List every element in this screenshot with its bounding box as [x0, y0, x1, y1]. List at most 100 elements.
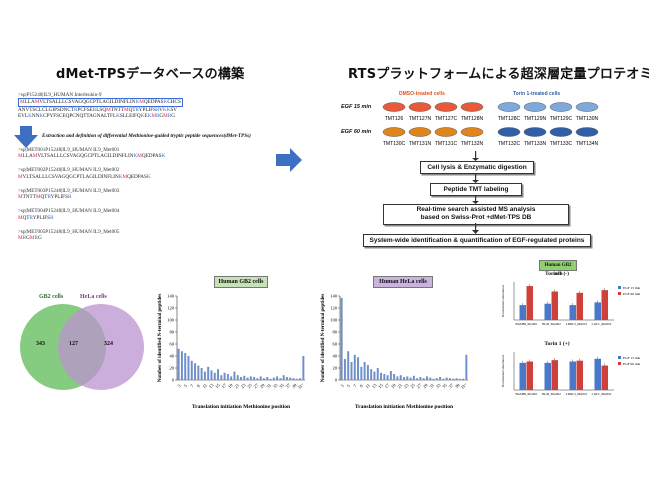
protein-header: >sp|P15248|IL9_HUMAN Interleukin-9 [18, 92, 102, 98]
histogram-bar [360, 366, 363, 380]
histogram-bar [386, 375, 389, 380]
category-label: LRRC3_Met001 [566, 322, 588, 326]
histogram-bar [376, 368, 379, 380]
legend-label: EGF 15 min [623, 286, 641, 290]
histogram-bar [370, 369, 373, 380]
x-tick-label: 31 [428, 383, 435, 390]
histogram-bar [380, 372, 383, 380]
y-tick-label: 40 [333, 354, 338, 359]
histogram-bar [366, 365, 369, 380]
x-tick-label: 19 [227, 382, 234, 389]
x-tick-label: 9 [196, 383, 202, 389]
culture-dish [408, 102, 432, 112]
culture-dish [523, 127, 547, 137]
histogram-bar [393, 374, 396, 380]
culture-dish [434, 127, 458, 137]
histogram-bar [289, 377, 292, 380]
x-tick-label: 23 [240, 382, 247, 389]
culture-dish [575, 102, 599, 112]
x-tick-label: 3 [177, 383, 183, 389]
grouped-bar [526, 361, 533, 390]
histogram-bar [259, 376, 262, 380]
protein-seq-2: ANVTSCLCLGIPSDNCTRPCFSERLSQMTNTTMQTRYPLI… [18, 106, 177, 113]
x-tick-label: 37 [285, 382, 292, 389]
histogram-bar [445, 377, 448, 380]
histogram-bar [383, 374, 386, 380]
chart-title-gb2: Human GB2 cells [214, 276, 268, 288]
x-tick-label: 15 [377, 382, 384, 389]
histogram-bar [223, 372, 226, 380]
met-entry-sequence: MTNTTMQTRYPLIFSR [18, 194, 72, 201]
x-tick-label: 35 [441, 382, 448, 389]
y-tick-label: 140 [167, 294, 175, 299]
grouped-bar [569, 361, 576, 390]
histogram-bar [266, 377, 269, 380]
right-arrow-icon [276, 148, 302, 172]
histogram-bar [343, 359, 346, 380]
x-axis-label: Translation initiation Methionine positi… [355, 404, 453, 410]
x-tick-label: 31 [265, 383, 272, 390]
histogram-bar [462, 378, 465, 380]
tmt-channel-label: TMT127C [435, 116, 458, 122]
grouped-bar [576, 360, 583, 390]
histogram-bar [246, 377, 249, 380]
met-entry-sequence: MRGMRG [18, 235, 42, 242]
x-tick-label: 33 [435, 382, 442, 389]
met-entry-header: >sp|MET005P15248|IL9_HUMAN IL9_Met005 [18, 228, 120, 235]
venn-count-overlap: 127 [69, 341, 78, 347]
histogram-bar [409, 377, 412, 380]
x-tick-label: 35 [278, 382, 285, 389]
tmt-channel-label: TMT132C [498, 141, 521, 147]
histogram-bar [269, 378, 272, 380]
flow-step-identification: System-wide identification & quantificat… [363, 234, 591, 247]
histogram-bar [180, 351, 183, 380]
x-tick-label: 29 [422, 382, 429, 389]
category-label: BAMBI_Met001 [516, 322, 538, 326]
histogram-bar [177, 348, 180, 380]
histogram-bar [285, 377, 288, 380]
grouped-bar [551, 360, 558, 390]
histogram-bar [357, 357, 360, 380]
histogram-bar [217, 369, 220, 380]
histogram-bar [292, 378, 295, 380]
met-entry-sequence: MQTRYPLIFSR [18, 214, 54, 221]
met-entry-sequence: MVLTSALLLCSVAGQGCPTLAGILDINFLINKMQEDPASK [18, 173, 151, 180]
dmso-label: DMSO-treated cells [399, 91, 445, 97]
met-entry-sequence: MLLAMVLTSALLLCSVAGQGCPTLAGILDINFLINKMQED… [18, 153, 166, 160]
y-tick-label: 20 [170, 366, 175, 371]
histogram-bar [272, 377, 275, 380]
culture-dish [549, 102, 573, 112]
histogram-bar [190, 360, 193, 380]
y-axis-label: Number of identified N-terminal peptides [158, 294, 163, 383]
tmt-channel-label: TMT133C [550, 141, 573, 147]
torin-plus-title: Torin 1 (+) [544, 341, 570, 347]
y-tick-label: 120 [167, 306, 175, 311]
y-tick-label: 0 [172, 378, 175, 383]
culture-dish [382, 102, 406, 112]
x-tick-label: 39 [454, 382, 461, 389]
legend-label: EGF 60 min [623, 292, 641, 296]
x-tick-label: 3 [340, 383, 346, 389]
culture-dish [549, 127, 573, 137]
category-label: CATC_Met002 [592, 322, 612, 326]
legend-swatch [618, 356, 621, 359]
histogram-bar [230, 376, 233, 380]
y-tick-label: 60 [170, 342, 175, 347]
histogram-bar [458, 378, 461, 380]
histogram-bar [233, 371, 236, 380]
histogram-bar [203, 371, 206, 380]
x-tick-label: 27 [416, 382, 423, 389]
histogram-bar [197, 365, 200, 380]
histogram-bar [282, 375, 285, 380]
x-tick-label: 5 [183, 383, 189, 389]
tmt-channel-label: TMT127N [409, 116, 432, 122]
x-tick-label: 13 [371, 382, 378, 389]
grouped-bar [601, 365, 608, 390]
flow-ms-line-1: Real-time search assisted MS analysis [416, 206, 536, 213]
x-tick-label: 11 [364, 383, 371, 390]
tmt-channel-label: TMT131C [435, 141, 458, 147]
histogram-bar [452, 378, 455, 380]
venn-count-hela: 324 [104, 341, 113, 347]
